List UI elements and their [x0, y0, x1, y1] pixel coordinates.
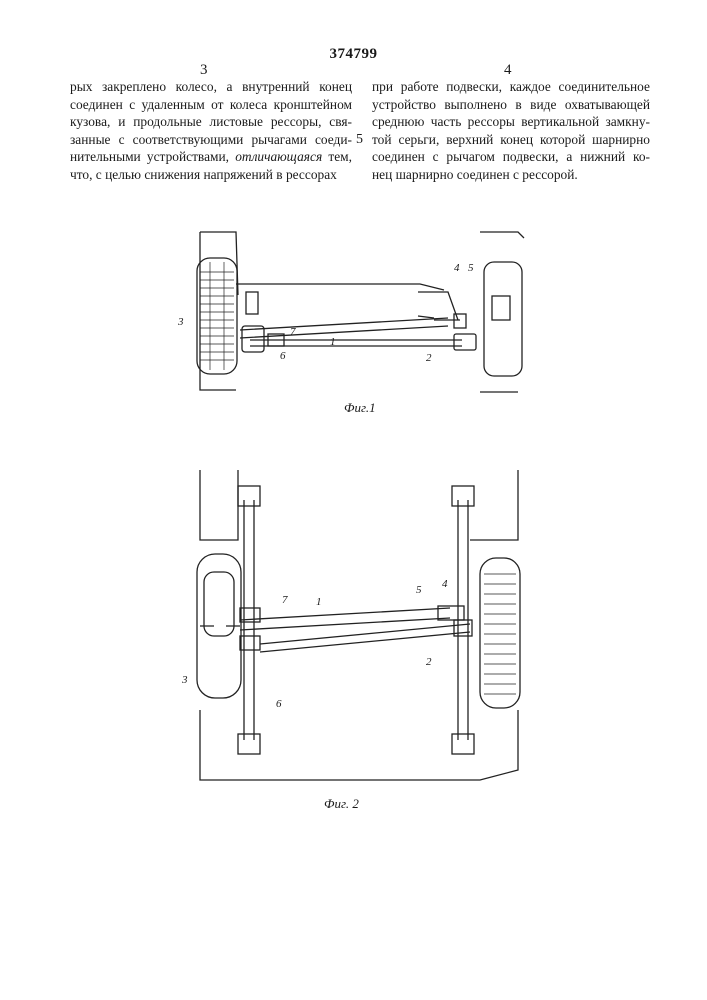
fig2-label-6: 6 — [276, 698, 282, 710]
lever-2 — [260, 624, 470, 652]
right-tire-tread — [484, 574, 516, 694]
right-spring-top-shackle — [452, 486, 474, 506]
fig2-label-1: 1 — [316, 596, 322, 608]
left-spring-bottom-shackle — [238, 734, 260, 754]
body-outline-bottom — [200, 710, 518, 780]
lever-1 — [240, 608, 450, 630]
fig2-label-3: 3 — [182, 674, 188, 686]
left-spring-top-shackle — [238, 486, 260, 506]
body-outline-left-top — [200, 470, 238, 540]
fig2-caption: Фиг. 2 — [324, 796, 359, 812]
fig2-label-5: 5 — [416, 584, 422, 596]
right-spring-bottom-shackle — [452, 734, 474, 754]
body-outline-right-top — [470, 470, 518, 540]
right-tire — [480, 558, 520, 708]
fig2-label-4: 4 — [442, 578, 448, 590]
shackle-lower-left — [240, 636, 260, 650]
fig2-label-7: 7 — [282, 594, 288, 606]
fig2-label-2: 2 — [426, 656, 432, 668]
